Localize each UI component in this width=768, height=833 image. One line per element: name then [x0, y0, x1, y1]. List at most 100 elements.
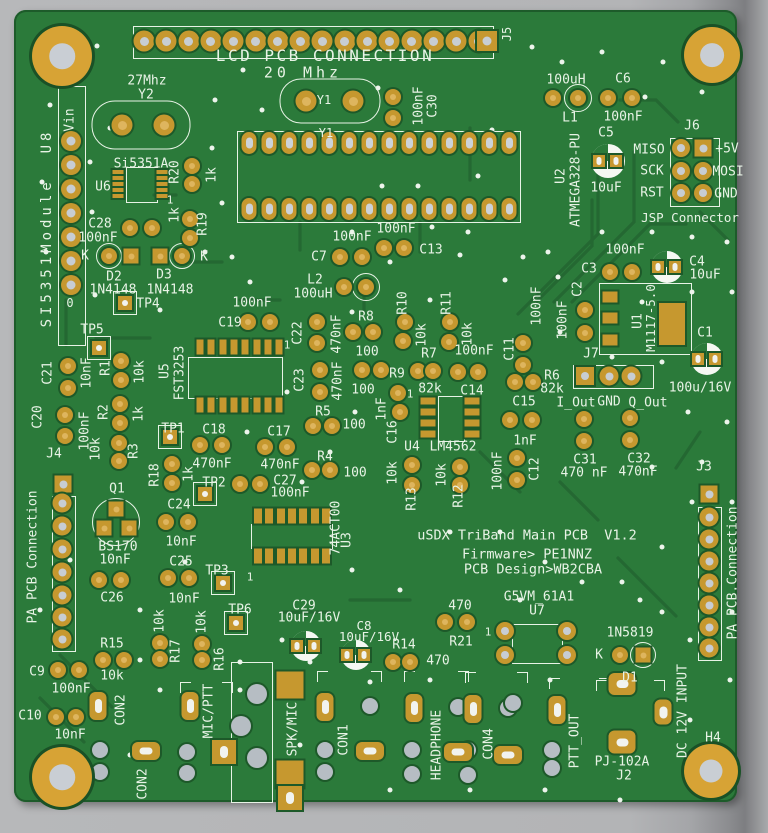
silkscreen-label: R2	[96, 404, 112, 420]
via	[284, 389, 290, 395]
trace	[534, 198, 594, 304]
pad-hole	[305, 203, 313, 215]
pad-hole	[58, 613, 66, 621]
silkscreen-label: TP6	[228, 602, 252, 618]
u8-header-pin	[61, 131, 81, 151]
pad-hole	[58, 568, 66, 576]
silkscreen-label: 470nF	[192, 456, 232, 472]
u5-pin-pad	[207, 339, 215, 355]
silkscreen-label: J5	[500, 26, 514, 42]
u3-pin-pad	[254, 508, 262, 524]
pad-hole	[581, 438, 587, 444]
pad-hole	[267, 319, 273, 325]
silkscreen-label: 100nF	[376, 221, 416, 237]
component-pad	[182, 211, 198, 227]
via	[87, 159, 93, 165]
dip-socket-pad	[461, 132, 477, 154]
square-component-pad	[121, 520, 137, 536]
silkscreen-label: R21	[449, 634, 473, 650]
silkscreen-label: 10uF/16V	[338, 628, 400, 644]
pad-hole	[245, 319, 251, 325]
pad-hole	[310, 423, 316, 429]
via	[427, 677, 433, 683]
u3-pin-pad	[265, 548, 274, 564]
u5-body-outline	[188, 357, 283, 399]
dip-socket-pad	[441, 132, 457, 154]
silkscreen-label: G5VM_61A1	[503, 589, 575, 605]
pad-hole	[607, 269, 613, 275]
via	[37, 607, 43, 613]
isp-pin1-pad	[694, 139, 712, 157]
component-pad	[525, 374, 541, 390]
component-pad	[410, 363, 426, 379]
pad-hole	[401, 245, 407, 251]
silkscreen-bracket	[458, 671, 469, 682]
via	[297, 742, 303, 748]
u3-pin-pad	[276, 508, 285, 524]
via	[429, 224, 435, 230]
pad-hole	[262, 444, 268, 450]
pad-hole	[66, 136, 76, 146]
pad-hole	[677, 189, 685, 197]
silkscreen-label: 470nF	[330, 361, 346, 401]
testpoint-outline	[224, 611, 248, 635]
via	[729, 609, 735, 615]
component-pad	[262, 314, 278, 330]
u6-pin-pad	[112, 170, 124, 174]
via	[202, 249, 208, 255]
via	[545, 249, 551, 255]
pad-hole	[265, 203, 273, 215]
pad-hole	[475, 369, 481, 375]
j7-outline	[573, 365, 654, 389]
component-pad	[60, 380, 76, 396]
pad-hole	[100, 657, 106, 663]
via	[307, 659, 313, 665]
u6-pin-pad	[156, 176, 168, 180]
pad-hole	[370, 329, 376, 335]
dip-socket-pad	[321, 132, 337, 154]
pad-hole	[197, 442, 203, 448]
isp-header-pin	[672, 139, 690, 157]
pad-hole	[219, 442, 225, 448]
silkscreen-label: C24	[167, 497, 191, 513]
u3-pin-pad	[254, 548, 262, 564]
pad-slot	[712, 355, 718, 363]
pad-hole	[66, 256, 76, 266]
u1-tab-pad	[659, 303, 685, 345]
trace	[516, 170, 600, 316]
j4-header-pin	[52, 562, 72, 582]
silkscreen-label: 10k	[152, 609, 168, 633]
u4-pin-pad	[464, 408, 480, 416]
silkscreen-label: 10uF	[689, 267, 721, 283]
pad-hole	[457, 464, 463, 470]
silkscreen-label: 100nF	[454, 343, 494, 359]
via	[467, 787, 473, 793]
u4-pin-pad	[420, 408, 436, 416]
silkscreen-label: 1k	[167, 207, 183, 223]
via	[687, 637, 693, 643]
via	[529, 44, 535, 50]
via	[547, 677, 553, 683]
component-pad	[624, 90, 640, 106]
via	[489, 127, 495, 133]
dip-socket-pad	[301, 132, 317, 154]
via	[724, 419, 730, 425]
component-pad	[309, 335, 325, 351]
silkscreen-label: C8	[356, 617, 372, 633]
component-pad	[376, 240, 392, 256]
lcd-header-pin	[423, 30, 445, 52]
silkscreen-label: C5	[598, 125, 614, 141]
silkscreen-label: R8	[358, 309, 374, 325]
silkscreen-label: SCK	[640, 163, 664, 179]
silkscreen-label: Si5351A	[113, 156, 169, 172]
pad-hole	[317, 367, 323, 373]
silkscreen-label: TP5	[80, 322, 104, 338]
pad-hole	[62, 412, 68, 418]
silkscreen-label: 1k	[131, 406, 147, 422]
mount-drill	[49, 43, 75, 69]
dip-socket-pad	[361, 132, 377, 154]
pad-hole	[285, 203, 293, 215]
dip-socket-pad	[401, 132, 417, 154]
via	[557, 329, 563, 335]
silkscreen-label: C26	[100, 590, 124, 606]
